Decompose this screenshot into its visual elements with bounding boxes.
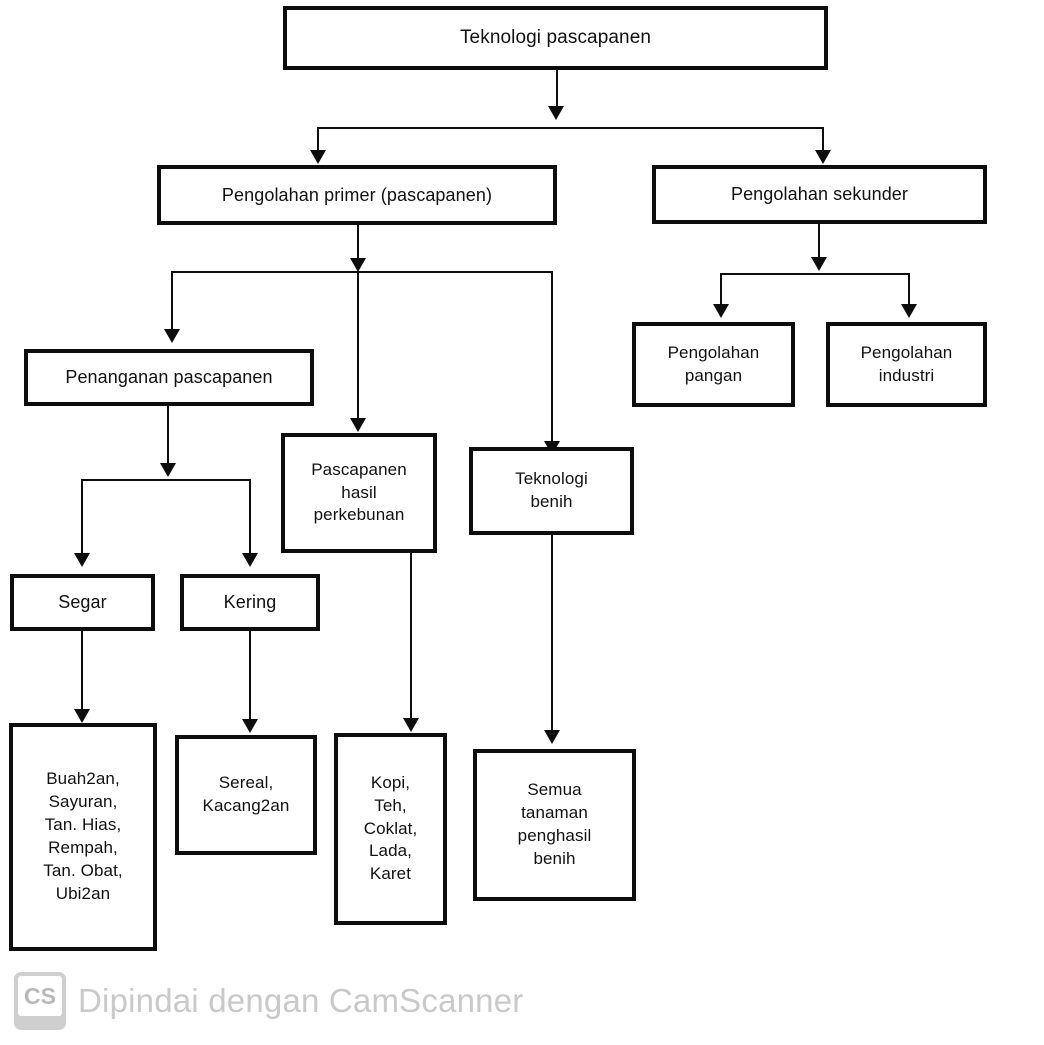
arrowhead-pengolahan-industri bbox=[901, 304, 917, 318]
connector-root-stem bbox=[556, 70, 558, 108]
arrowhead-benih-items bbox=[544, 730, 560, 744]
camscanner-watermark-text: Dipindai dengan CamScanner bbox=[78, 982, 524, 1019]
camscanner-watermark: CS Dipindai dengan CamScanner bbox=[14, 972, 523, 1030]
node-label: Pascapanen hasil perkebunan bbox=[311, 459, 407, 525]
node-label: Pengolahan pangan bbox=[667, 342, 760, 385]
connector-primer-middle-drop bbox=[357, 271, 359, 423]
node-label: Pengolahan primer (pascapanen) bbox=[221, 184, 493, 205]
arrowhead-kering bbox=[242, 553, 258, 567]
connector-segar-to-items bbox=[81, 631, 83, 717]
camscanner-logo-text: CS bbox=[18, 976, 62, 1016]
node-teknologi-benih[interactable]: Teknologi benih bbox=[469, 447, 634, 535]
connector-kering-to-items bbox=[249, 631, 251, 727]
connector-kering-drop bbox=[249, 479, 251, 559]
node-pascapanen-hasil-perkebunan[interactable]: Pascapanen hasil perkebunan bbox=[281, 433, 437, 553]
node-label: Segar bbox=[58, 592, 107, 613]
node-label: Teknologi benih bbox=[515, 469, 588, 511]
node-benih-items[interactable]: Semua tanaman penghasil benih bbox=[473, 749, 636, 901]
arrowhead-perkebunan-items bbox=[403, 718, 419, 732]
node-label: Kering bbox=[223, 592, 277, 613]
node-penanganan-pascapanen[interactable]: Penanganan pascapanen bbox=[24, 349, 314, 406]
node-label: Semua tanaman penghasil benih bbox=[517, 780, 592, 868]
arrowhead-segar bbox=[74, 553, 90, 567]
node-label: Pengolahan industri bbox=[860, 342, 953, 385]
connector-level1-right-drop bbox=[822, 127, 824, 155]
arrowhead-root-stem bbox=[548, 106, 564, 120]
arrowhead-level1-right bbox=[815, 150, 831, 164]
node-pengolahan-pangan[interactable]: Pengolahan pangan bbox=[632, 322, 795, 407]
node-label: Kopi, Teh, Coklat, Lada, Karet bbox=[363, 772, 418, 884]
arrowhead-pascapanen-hasil-perkebunan bbox=[350, 418, 366, 432]
node-pengolahan-sekunder[interactable]: Pengolahan sekunder bbox=[652, 165, 987, 224]
arrowhead-penanganan-pascapanen bbox=[164, 329, 180, 343]
connector-primer-right-drop bbox=[551, 271, 553, 447]
connector-level1-bar bbox=[318, 127, 824, 129]
node-pengolahan-primer[interactable]: Pengolahan primer (pascapanen) bbox=[157, 165, 557, 225]
connector-sekunder-bar bbox=[721, 273, 910, 275]
connector-sekunder-right-drop bbox=[908, 273, 910, 309]
connector-segar-drop bbox=[81, 479, 83, 559]
connector-sekunder-stem bbox=[818, 224, 820, 262]
connector-primer-left-drop bbox=[171, 271, 173, 334]
arrowhead-pengolahan-pangan bbox=[713, 304, 729, 318]
arrowhead-level1-left bbox=[310, 150, 326, 164]
connector-sekunder-left-drop bbox=[720, 273, 722, 309]
connector-primer-stem bbox=[357, 225, 359, 265]
connector-perkebunan-to-items bbox=[410, 553, 412, 725]
arrowhead-primer-stem bbox=[350, 258, 366, 272]
connector-penanganan-bar bbox=[82, 479, 250, 481]
node-kering-items[interactable]: Sereal, Kacang2an bbox=[175, 735, 317, 855]
node-label: Buah2an, Sayuran, Tan. Hias, Rempah, Tan… bbox=[43, 769, 123, 903]
arrowhead-penanganan-stem bbox=[160, 463, 176, 477]
node-segar-items[interactable]: Buah2an, Sayuran, Tan. Hias, Rempah, Tan… bbox=[9, 723, 157, 951]
arrowhead-segar-items bbox=[74, 709, 90, 723]
node-segar[interactable]: Segar bbox=[10, 574, 155, 631]
node-perkebunan-items[interactable]: Kopi, Teh, Coklat, Lada, Karet bbox=[334, 733, 447, 925]
connector-penanganan-stem bbox=[167, 406, 169, 469]
arrowhead-sekunder-stem bbox=[811, 257, 827, 271]
node-pengolahan-industri[interactable]: Pengolahan industri bbox=[826, 322, 987, 407]
camscanner-logo-icon: CS bbox=[14, 972, 66, 1030]
connector-level1-left-drop bbox=[317, 127, 319, 155]
connector-benih-to-items bbox=[551, 535, 553, 738]
arrowhead-kering-items bbox=[242, 719, 258, 733]
node-kering[interactable]: Kering bbox=[180, 574, 320, 631]
node-label: Teknologi pascapanen bbox=[459, 27, 652, 49]
connector-primer-bar bbox=[172, 271, 553, 273]
node-label: Pengolahan sekunder bbox=[730, 184, 909, 205]
node-teknologi-pascapanen[interactable]: Teknologi pascapanen bbox=[283, 6, 828, 70]
node-label: Sereal, Kacang2an bbox=[202, 773, 290, 815]
node-label: Penanganan pascapanen bbox=[65, 367, 273, 388]
